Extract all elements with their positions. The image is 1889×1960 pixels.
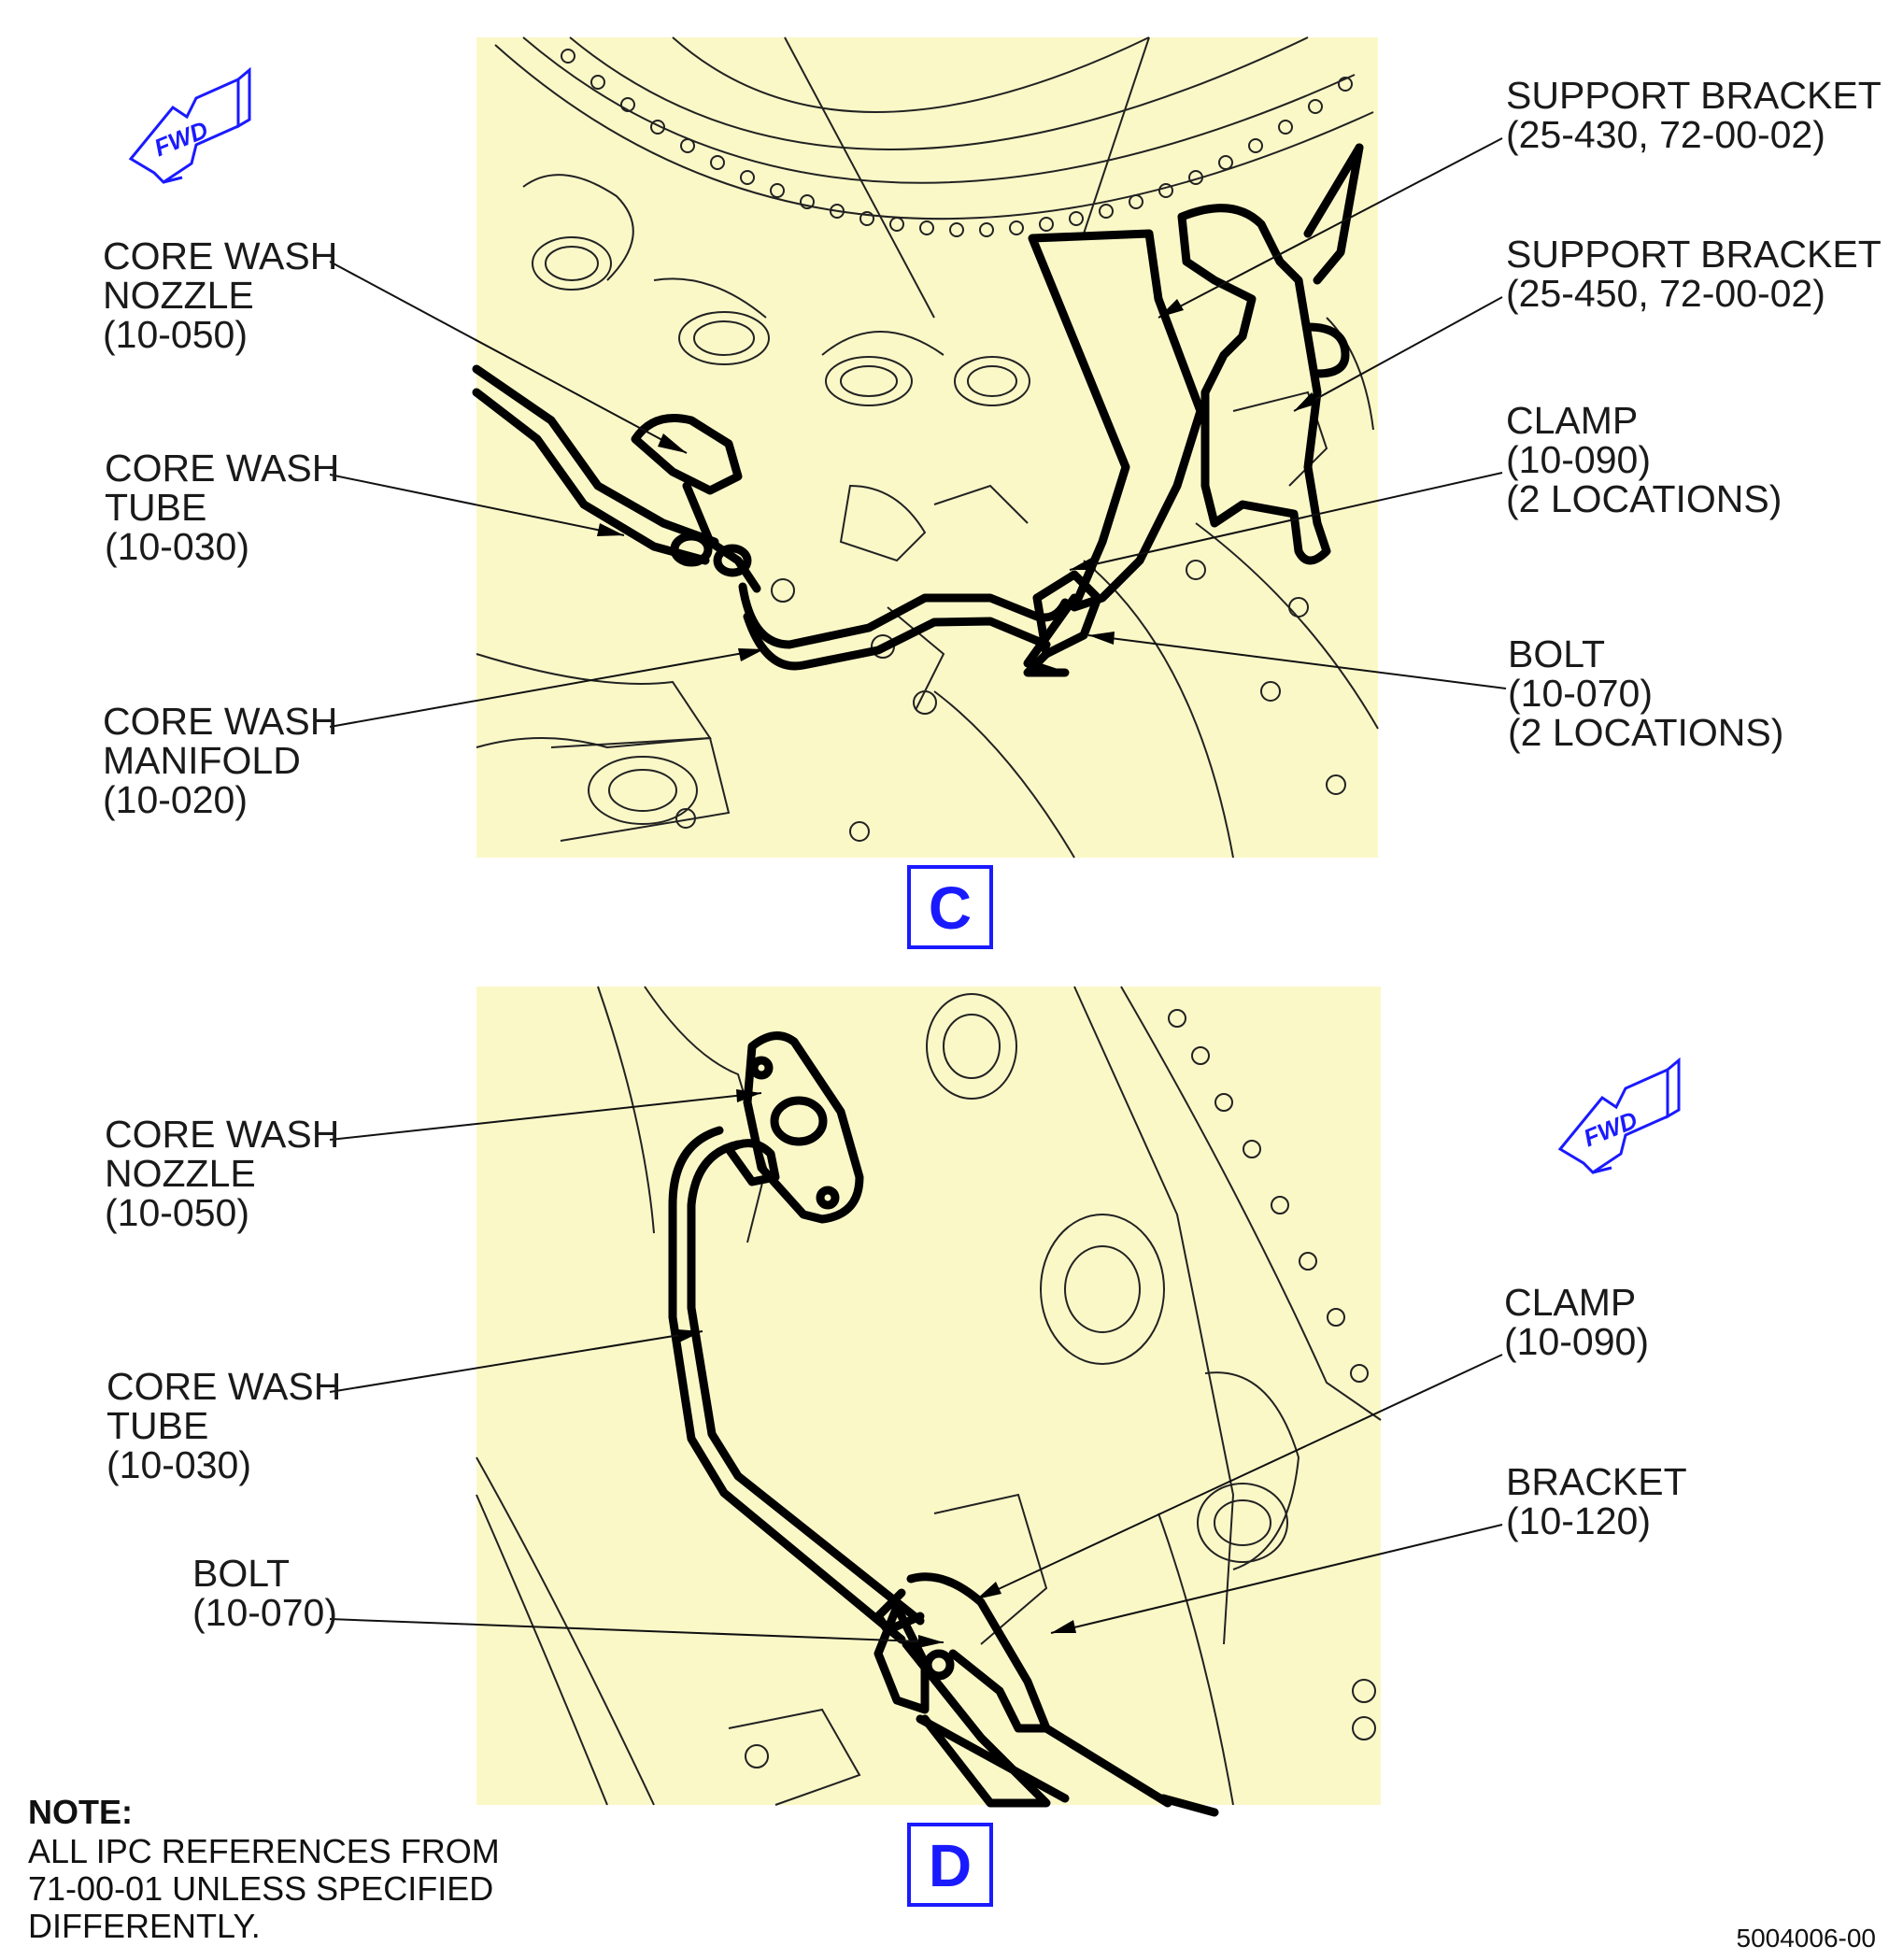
view-d-tube-label: CORE WASH TUBE (10-030) [107,1365,352,1486]
view-c-panel [472,36,1379,859]
view-c-engine-linework [476,36,1379,859]
fwd-arrow-icon: FWD [128,66,251,184]
note-block: NOTE: ALL IPC REFERENCES FROM 71-00-01 U… [28,1793,509,1945]
view-c-tube-label: CORE WASH TUBE (10-030) [105,447,350,568]
view-d-leaders [329,1089,1503,1648]
view-d-clamp-label: CLAMP (10-090) [1504,1281,1649,1363]
view-c-clamp-label: CLAMP (10-090) (2 LOCATIONS) [1506,399,1782,520]
view-c-id: C [907,865,993,949]
view-d-engine-linework [476,986,1382,1806]
view-c-bracket-430-label: SUPPORT BRACKET (25-430, 72-00-02) [1506,74,1889,156]
note-heading: NOTE: [28,1793,133,1831]
svg-text:D: D [929,1832,972,1899]
view-d-bracket-label: BRACKET (10-120) [1506,1460,1697,1542]
note-text: ALL IPC REFERENCES FROM 71-00-01 UNLESS … [28,1832,509,1945]
view-c-background [476,37,1378,858]
view-d-panel [476,986,1382,1817]
fwd-arrow-icon: FWD [1557,1057,1681,1174]
view-c-nozzle-label: CORE WASH NOZZLE (10-050) [103,234,348,356]
svg-text:C: C [929,874,972,942]
drawing-number: 5004006-00 [1737,1924,1876,1953]
view-c-leaders [329,137,1507,728]
view-c-highlighted-parts [472,143,1364,677]
view-c-manifold-label: CORE WASH MANIFOLD (10-020) [103,700,348,821]
view-d-highlighted-parts [668,1031,1219,1817]
view-d-bolt-label: BOLT (10-070) [192,1552,337,1634]
view-d-nozzle-label: CORE WASH NOZZLE (10-050) [105,1113,350,1234]
view-d-id: D [907,1823,993,1907]
view-c-bolt-label: BOLT (10-070) (2 LOCATIONS) [1508,632,1783,754]
view-c-bracket-450-label: SUPPORT BRACKET (25-450, 72-00-02) [1506,233,1889,315]
